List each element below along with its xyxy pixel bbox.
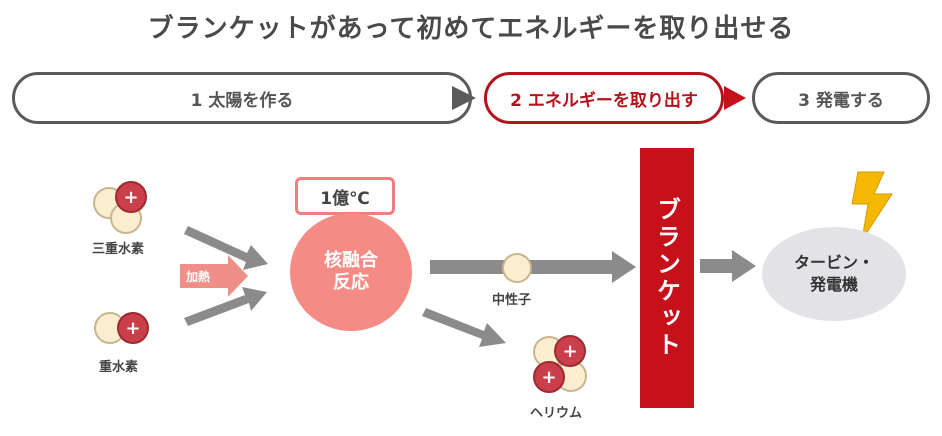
step-1-create-sun: 1 太陽を作る [12, 72, 472, 124]
tritium-label: 三重水素 [92, 242, 145, 257]
svg-text:+: + [125, 318, 140, 339]
helium-label: ヘリウム [530, 406, 583, 421]
tritium-atom-icon: + [93, 181, 147, 234]
step-3-label: 3 発電する [798, 90, 884, 111]
temperature-bubble: 1億℃ [295, 177, 395, 215]
step-1-label: 1 太陽を作る [190, 90, 294, 111]
arrow-fusion-to-helium [422, 308, 506, 347]
step-arrow-1 [452, 86, 476, 110]
fusion-reaction-circle: 核融合 反応 [290, 213, 412, 331]
turbine-label-line2: 発電機 [809, 275, 858, 294]
blanket-bar: ブランケット [640, 148, 694, 408]
svg-text:+: + [123, 187, 138, 208]
turbine-generator-circle: タービン・ 発電機 [762, 227, 906, 321]
step-2-extract-energy: 2 エネルギーを取り出す [484, 72, 724, 124]
fusion-label-line2: 反応 [333, 272, 369, 293]
arrow-deuterium-to-fusion [184, 287, 267, 326]
heat-arrow [180, 255, 248, 297]
svg-text:+: + [541, 367, 556, 388]
temperature-label: 1億℃ [320, 188, 370, 209]
neutron-label: 中性子 [492, 293, 532, 308]
arrow-tritium-to-fusion [184, 226, 268, 270]
blanket-label: ブランケット [652, 197, 681, 359]
heat-label: 加熱 [186, 270, 211, 284]
lightning-icon [851, 171, 893, 241]
helium-atom-icon: + + [533, 335, 587, 393]
neutron-icon [502, 253, 532, 283]
step-2-label: 2 エネルギーを取り出す [510, 90, 698, 111]
deuterium-atom-icon: + [94, 312, 149, 344]
page-title: ブランケットがあって初めてエネルギーを取り出せる [147, 14, 795, 44]
arrow-neutron-to-blanket [430, 251, 636, 283]
svg-text:+: + [562, 341, 577, 362]
arrow-blanket-to-turbine [700, 250, 756, 282]
step-3-generate-power: 3 発電する [752, 72, 930, 124]
step-arrow-2 [724, 86, 746, 110]
turbine-label-line1: タービン・ [793, 253, 874, 273]
fusion-label-line1: 核融合 [324, 249, 378, 271]
deuterium-label: 重水素 [99, 360, 139, 375]
